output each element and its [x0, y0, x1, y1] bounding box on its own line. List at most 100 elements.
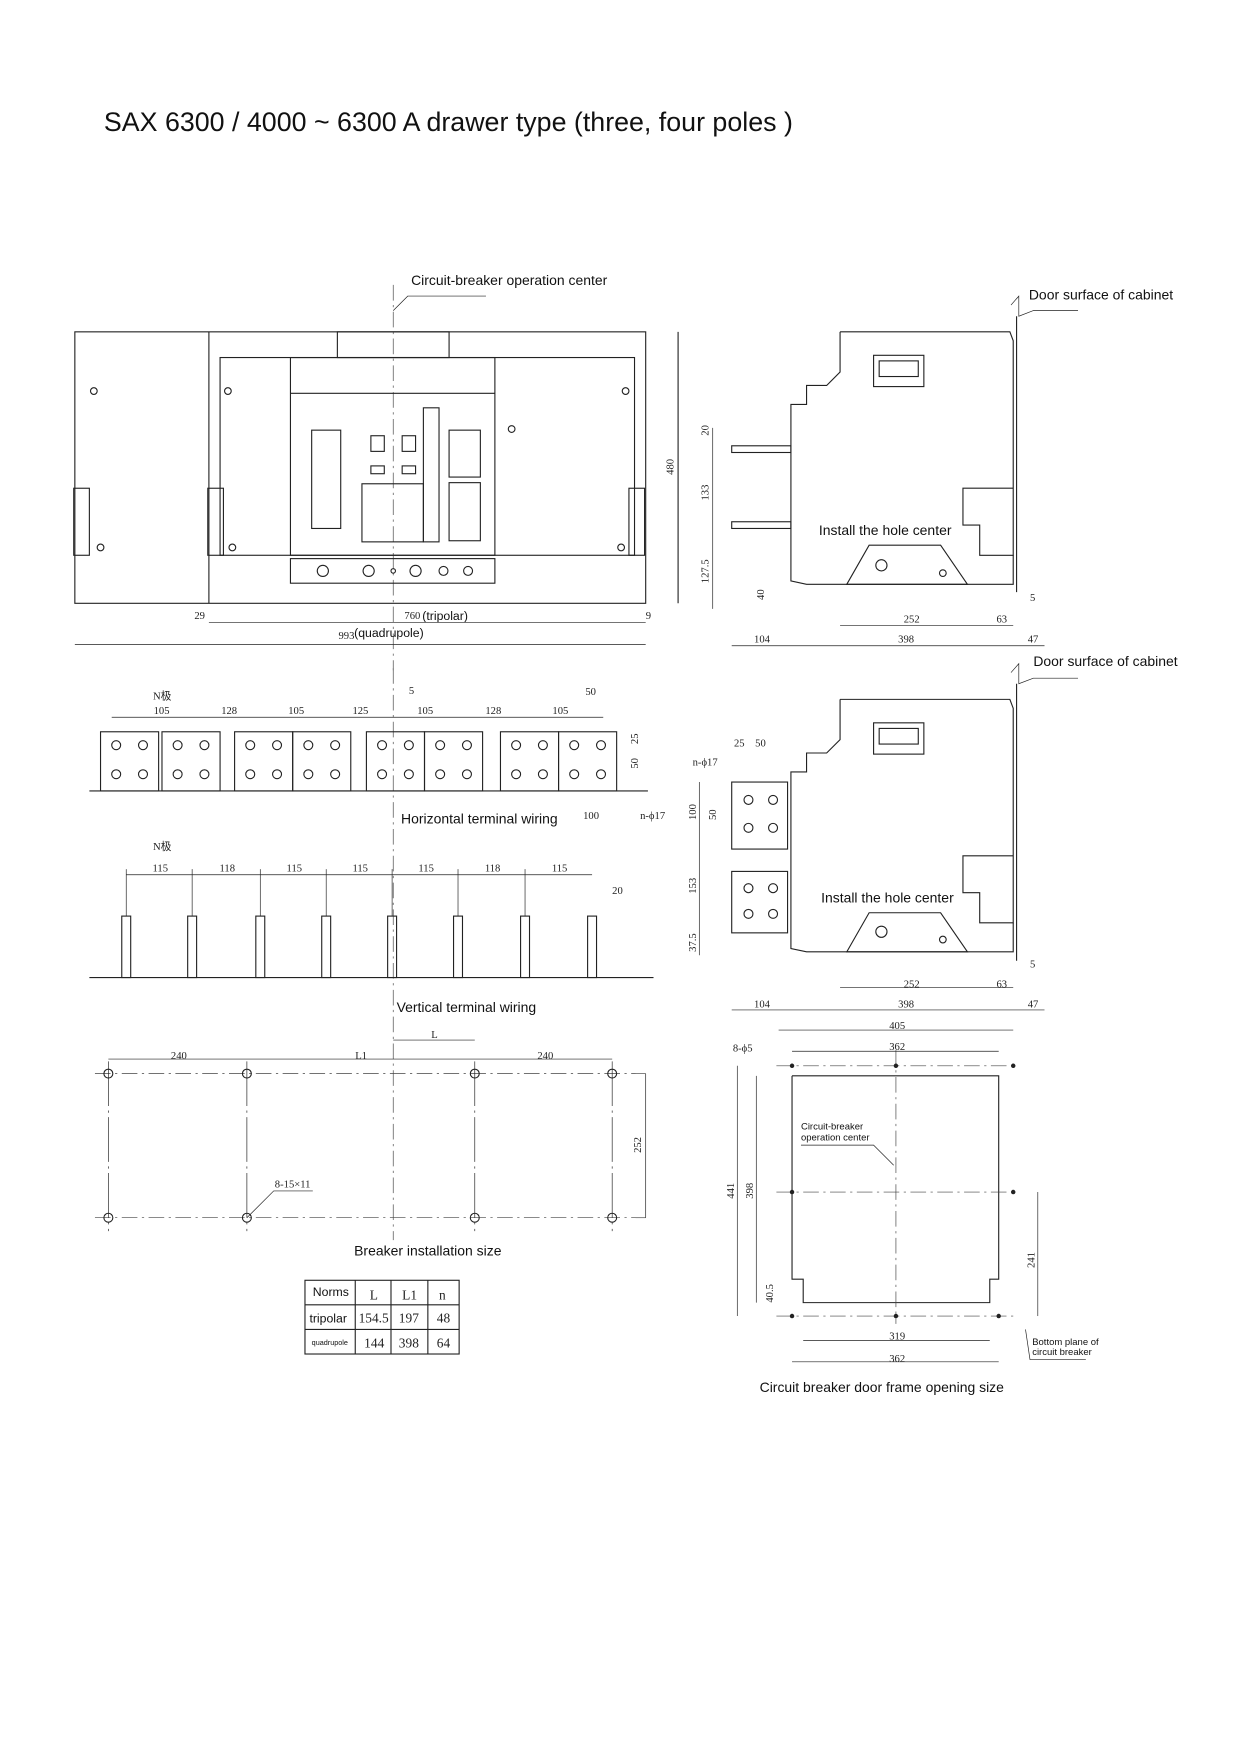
terminal-hole	[377, 769, 388, 780]
mounting-hole	[469, 1068, 480, 1079]
breaker-installation: 240 L1 L 240 252 8-15×11 Breaker install…	[94, 1030, 647, 1259]
dim-spacing: 128	[221, 706, 237, 717]
vertical-wiring-label: Vertical terminal wiring	[397, 999, 537, 1015]
dim-760: 760	[404, 611, 420, 622]
door-surface-label-1: Door surface of cabinet	[1029, 286, 1173, 302]
table-header: Norms	[313, 1285, 349, 1299]
dim-37-5: 37.5	[688, 933, 699, 952]
horizontal-wiring-label: Horizontal terminal wiring	[401, 810, 558, 826]
dim-spacing: 115	[287, 863, 303, 874]
dim-252: 252	[633, 1137, 644, 1153]
hole-center-label-2: Install the hole center	[821, 890, 954, 906]
dim-398-2: 398	[898, 1000, 914, 1011]
terminal-bar	[452, 915, 464, 979]
table-header: n	[439, 1287, 446, 1302]
terminal-bar	[187, 915, 198, 979]
dim-398: 398	[898, 634, 914, 645]
vertical-terminal-wiring: N极 20 Vertical terminal wiring 115 118 115…	[89, 840, 654, 1015]
dim-47-2: 47	[1028, 1000, 1039, 1011]
dim-441: 441	[726, 1183, 737, 1199]
dim-29: 29	[194, 611, 205, 622]
table-cell: quadrupole	[312, 1338, 348, 1347]
terminal-hole	[595, 769, 607, 780]
terminal-hole	[272, 769, 283, 780]
terminal-hole	[111, 740, 122, 751]
terminal-hole	[303, 740, 314, 751]
side-view-2: Door surface of cabinet Install the hole…	[688, 653, 1178, 1011]
dim-153: 153	[688, 878, 699, 894]
terminal-hole	[199, 769, 210, 780]
dim-63: 63	[996, 614, 1007, 625]
dim-63-2: 63	[996, 980, 1007, 991]
side-view-1: Door surface of cabinet Install the hole…	[700, 286, 1173, 647]
terminal-bar	[255, 915, 266, 979]
dim-319: 319	[889, 1331, 905, 1342]
dim-spacing: 128	[485, 706, 501, 717]
bottom-plane-label-2: circuit breaker	[1032, 1347, 1092, 1358]
terminal-block	[558, 731, 618, 792]
table-header: L	[370, 1287, 378, 1302]
dim-spacing: 125	[352, 706, 368, 717]
terminal-hole	[137, 769, 149, 780]
bottom-plane-label-1: Bottom plane of	[1032, 1337, 1099, 1348]
norms-table: Norms L L1 n tripolar 154.5 197 48 quadr…	[304, 1279, 460, 1355]
terminal-hole	[172, 740, 183, 751]
terminal-bar	[387, 915, 398, 979]
dim-240-left: 240	[171, 1051, 187, 1062]
page-title: SAX 6300 / 4000 ~ 6300 A drawer type (th…	[104, 107, 793, 137]
terminal-hole	[330, 740, 341, 751]
dim-104-2: 104	[754, 1000, 771, 1011]
terminal-hole	[137, 740, 149, 751]
dim-20: 20	[612, 886, 623, 897]
dim-5: 5	[1030, 593, 1035, 604]
dim-993: 993	[338, 631, 354, 642]
door-surface-label-2: Door surface of cabinet	[1033, 653, 1177, 669]
mounting-hole	[469, 1212, 480, 1223]
dim-480: 480	[666, 459, 677, 475]
terminal-hole	[435, 740, 446, 751]
terminal-hole	[403, 769, 414, 780]
terminal-bar	[121, 915, 132, 979]
n-pole-label-v: N极	[153, 840, 172, 853]
dim-spacing: 105	[417, 706, 433, 717]
mounting-hole	[103, 1212, 114, 1223]
mounting-hole	[607, 1212, 618, 1223]
terminal-hole	[403, 740, 414, 751]
dim-25: 25	[630, 733, 641, 744]
table-cell: tripolar	[309, 1312, 347, 1326]
dim-spacing: 105	[154, 706, 170, 717]
terminal-hole	[569, 740, 580, 751]
dim-760-label: (tripolar)	[422, 609, 468, 623]
dim-104: 104	[754, 634, 771, 645]
dim-993-label: (quadrupole)	[354, 626, 424, 640]
dim-spacing: 118	[220, 863, 236, 874]
mounting-hole	[241, 1068, 252, 1079]
hole-center-label-1: Install the hole center	[819, 522, 952, 538]
terminal-hole	[111, 769, 122, 780]
dim-spacing: 115	[418, 863, 434, 874]
front-view: Circuit-breaker operation center 480 29 …	[73, 272, 679, 671]
terminal-hole	[595, 740, 607, 751]
table-cell: 144	[364, 1335, 384, 1350]
dim-9: 9	[646, 611, 651, 622]
dim-50-top: 50	[585, 687, 596, 698]
terminal-hole	[511, 740, 522, 751]
terminal-bar	[321, 915, 332, 979]
terminal-block	[423, 731, 484, 792]
dim-127-5: 127.5	[700, 559, 711, 583]
terminal-bar	[520, 915, 531, 979]
terminal-block	[292, 731, 352, 792]
dim-241: 241	[1026, 1252, 1037, 1268]
terminal-hole	[511, 769, 522, 780]
dim-362-bottom: 362	[889, 1354, 905, 1365]
dim-50-side: 50	[630, 758, 641, 769]
dim-5-2: 5	[1030, 959, 1035, 970]
terminal-hole	[569, 769, 580, 780]
terminal-hole	[172, 769, 183, 780]
terminal-hole	[199, 740, 210, 751]
dim-252: 252	[904, 614, 920, 625]
dim-362-top: 362	[889, 1042, 905, 1053]
dim-50b: 50	[708, 809, 719, 820]
dim-L1: L1	[355, 1051, 367, 1062]
